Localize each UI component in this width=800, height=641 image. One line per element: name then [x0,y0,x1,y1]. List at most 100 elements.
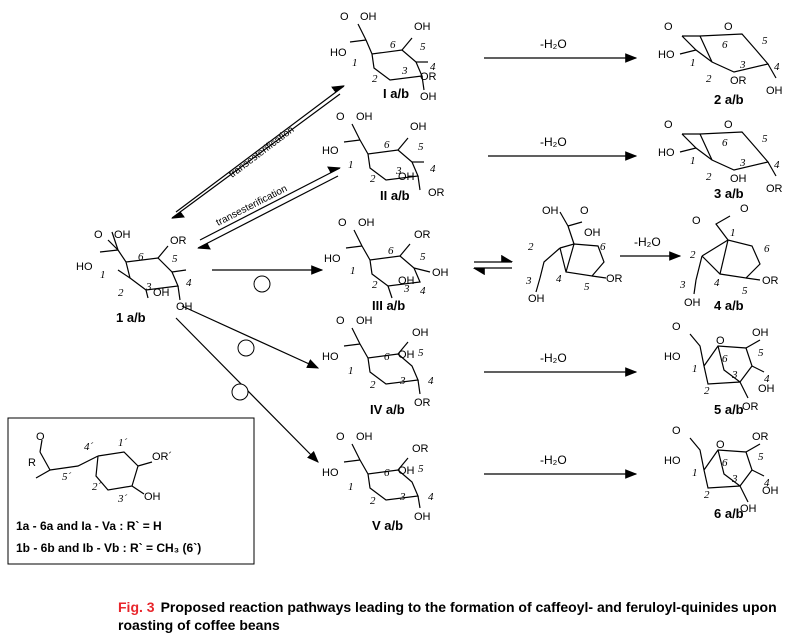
position-4: 4 [428,375,434,387]
or-label: OR [412,443,429,455]
compound-III-label: III a/b [372,298,405,313]
position-4: 4 [774,61,780,73]
ho-label: HO [322,145,339,157]
compound-1-label: 1 a/b [116,310,146,325]
position-2: 2 [704,489,710,501]
compound-1-structure: O OH HO OR OH OH 1 2 3 4 5 6 1 a/b [76,229,193,325]
position-5: 5 [418,141,424,153]
heat-icon [231,383,249,401]
arrow-1-III [212,265,324,293]
bicyclic-intermediate-structure: OH O OH OR OH 2 3 4 5 6 [525,205,623,305]
ho-label: HO [330,47,347,59]
compound-III-structure: O OH HO OR OH OH 1 2 3 4 5 6 III a/b [324,217,449,313]
position-2: 2 [690,249,696,261]
carbonyl-o-label: O [672,321,681,333]
compound-4-structure: O O OR OH 1 2 3 4 5 6 4 a/b [679,203,779,313]
or-label: OR [742,401,759,413]
or-label: OR [606,273,623,285]
compound-6-label: 6 a/b [714,506,744,521]
compound-6-structure: O O HO OR OH OH 1 2 3 4 5 6 6 a/b [664,425,779,521]
dehydration-label: -H₂O [540,37,567,51]
oh-label: OH [398,275,415,287]
dehydration-label: -H₂O [540,135,567,149]
ring-o-label: O [724,21,733,33]
position-2: 2 [704,385,710,397]
position-5: 5 [420,251,426,263]
oh-label: OH [762,485,779,497]
position-4: 4 [186,277,192,289]
carbonyl-o-label: O [740,203,749,215]
arrow-V-6: -H₂O [484,453,638,479]
position-6: 6 [722,353,728,365]
or-label: OR [752,431,769,443]
ring-o-label: O [716,439,725,451]
dehydration-label: -H₂O [540,453,567,467]
legend-line-a: 1a - 6a and Ia - Va : R` = H [16,519,162,533]
position-4: 4 [430,61,436,73]
position-2: 2 [372,73,378,85]
acid-oh-label: OH [360,11,377,23]
position-5: 5 [758,451,764,463]
oh-label: OH [766,85,783,97]
oh-label: OH [144,491,161,503]
oh-label: OH [398,465,415,477]
position-5: 5 [420,41,426,53]
position-1: 1 [730,227,736,239]
oh-label: OH [740,503,757,515]
position-1-prime: 1´ [118,437,128,449]
position-3: 3 [401,65,408,77]
r-label: R [28,457,36,469]
compound-2-structure: O O HO OR OH 1 2 3 4 5 6 2 a/b [658,21,783,107]
legend-line-b: 1b - 6b and Ib - Vb : R` = CH₃ (6`) [16,541,201,555]
position-1: 1 [100,269,106,281]
compound-5-label: 5 a/b [714,402,744,417]
position-1: 1 [352,57,358,69]
oh-label: OH [420,91,437,103]
or-label: OR [414,397,431,409]
ho-label: HO [76,261,93,273]
carbonyl-o-label: O [664,21,673,33]
position-4: 4 [714,277,720,289]
or-label: OR [428,187,445,199]
acid-oh-label: OH [542,205,559,217]
position-4: 4 [764,373,770,385]
ho-label: HO [322,467,339,479]
position-1: 1 [690,155,696,167]
position-2: 2 [706,73,712,85]
acid-oh-label: OH [356,111,373,123]
position-2: 2 [372,279,378,291]
oh-label: OH [414,21,431,33]
position-5-prime: 5´ [62,471,72,483]
position-3: 3 [395,165,402,177]
oh-label: OH [684,297,701,309]
position-1: 1 [692,363,698,375]
ho-label: HO [658,49,675,61]
oh-label: OH [398,171,415,183]
or-label: OR [170,235,187,247]
arrow-I-2: -H₂O [484,37,638,63]
position-3: 3 [525,275,532,287]
ho-label: HO [322,351,339,363]
ho-label: HO [664,351,681,363]
carbonyl-o-label: O [336,431,345,443]
heat-icon [253,275,271,293]
position-4: 4 [774,159,780,171]
compound-II-label: II a/b [380,188,410,203]
position-2: 2 [706,171,712,183]
position-3: 3 [739,157,746,169]
ho-label: HO [658,147,675,159]
or-label: OR [730,75,747,87]
acid-oh-label: OH [114,229,131,241]
ring-o-label: O [724,119,733,131]
position-4: 4 [428,491,434,503]
compound-II-structure: O OH HO OH OH OR 1 2 3 4 5 6 II a/b [322,111,445,203]
oh-label: OH [752,327,769,339]
arrow-IV-5: -H₂O [484,351,638,377]
position-2: 2 [370,379,376,391]
position-3: 3 [403,283,410,295]
carbonyl-o-label: O [94,229,103,241]
dehydration-label: -H₂O [634,235,661,249]
position-3: 3 [399,491,406,503]
position-5: 5 [762,133,768,145]
